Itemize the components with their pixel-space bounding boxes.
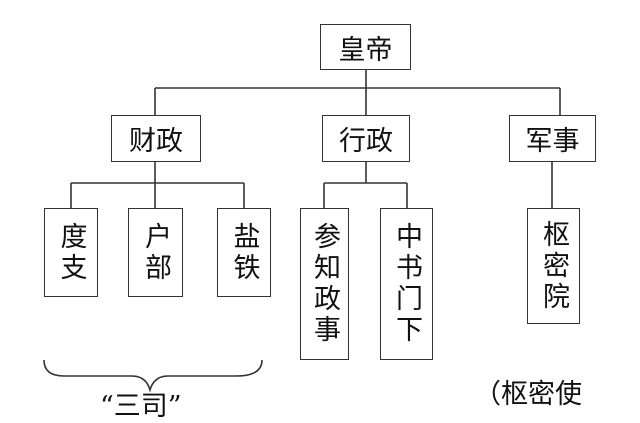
- military-label: 军事: [525, 126, 580, 157]
- canzhi-zhengshi-label: 参知政事: [309, 222, 340, 346]
- administration-box: 行政: [322, 115, 410, 162]
- military-box: 军事: [509, 115, 596, 162]
- yantie-label: 盐铁: [228, 221, 260, 284]
- zhongshu-menxia-label: 中书门下: [391, 222, 422, 346]
- org-chart-connectors: [43, 70, 561, 393]
- canzhi-zhengshi-box: 参知政事: [300, 208, 349, 360]
- emperor-box: 皇帝: [320, 24, 411, 70]
- hubu-label: 户部: [140, 221, 171, 284]
- zhongshu-menxia-box: 中书门下: [380, 208, 433, 360]
- emperor-label: 皇帝: [338, 34, 393, 66]
- three-offices-label: “三司”: [100, 391, 182, 422]
- military-commissioner-label: （枢密使: [474, 379, 582, 410]
- administration-label: 行政: [339, 126, 393, 157]
- hubu-box: 户部: [128, 208, 183, 297]
- three-offices-note: “三司”: [100, 384, 182, 423]
- duzhi-label: 度支: [55, 221, 87, 284]
- duzhi-box: 度支: [44, 208, 98, 297]
- yantie-box: 盐铁: [217, 208, 271, 297]
- finance-box: 财政: [111, 115, 201, 162]
- shumiyuan-box: 枢密院: [527, 208, 580, 324]
- shumiyuan-label: 枢密院: [538, 219, 569, 313]
- military-commissioner-note: （枢密使: [474, 372, 582, 411]
- finance-label: 财政: [129, 126, 183, 157]
